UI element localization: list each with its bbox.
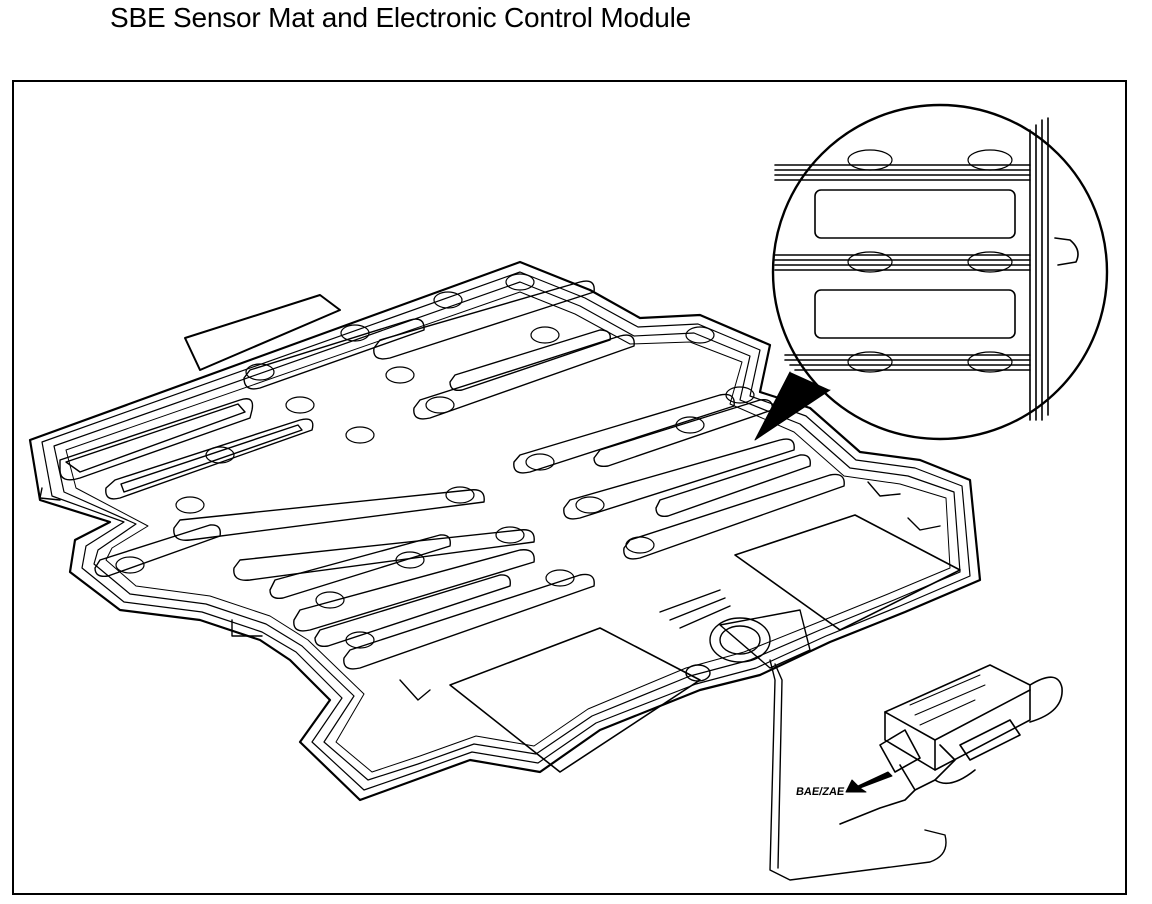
electronic-control-module [839, 664, 1063, 825]
sensor-strip [413, 334, 635, 420]
sensor-strip [105, 418, 314, 500]
sensor-strip [293, 549, 535, 632]
sensor-strip [173, 489, 485, 541]
sensor-strip [655, 454, 811, 518]
sensor-strip [373, 280, 595, 360]
sensor-strip [94, 524, 221, 578]
sensor-strip [233, 529, 535, 581]
sensor-strip [563, 438, 795, 520]
sensor-strip [269, 534, 451, 600]
sensor-strip [59, 398, 254, 481]
sensor-strip [449, 329, 611, 392]
direction-arrow [845, 771, 893, 793]
sensor-strip [593, 399, 773, 468]
page-title: SBE Sensor Mat and Electronic Control Mo… [110, 2, 692, 33]
sensor-mat [28, 260, 982, 802]
mat-outline [28, 260, 982, 802]
sensor-strip [243, 318, 425, 390]
magnified-detail [754, 103, 1109, 441]
sensor-strip [623, 473, 845, 560]
connector-label: BAE/ZAE [795, 786, 846, 798]
mat-connector [659, 589, 947, 881]
sensor-strip [314, 574, 511, 648]
sensor-strip [343, 573, 595, 670]
